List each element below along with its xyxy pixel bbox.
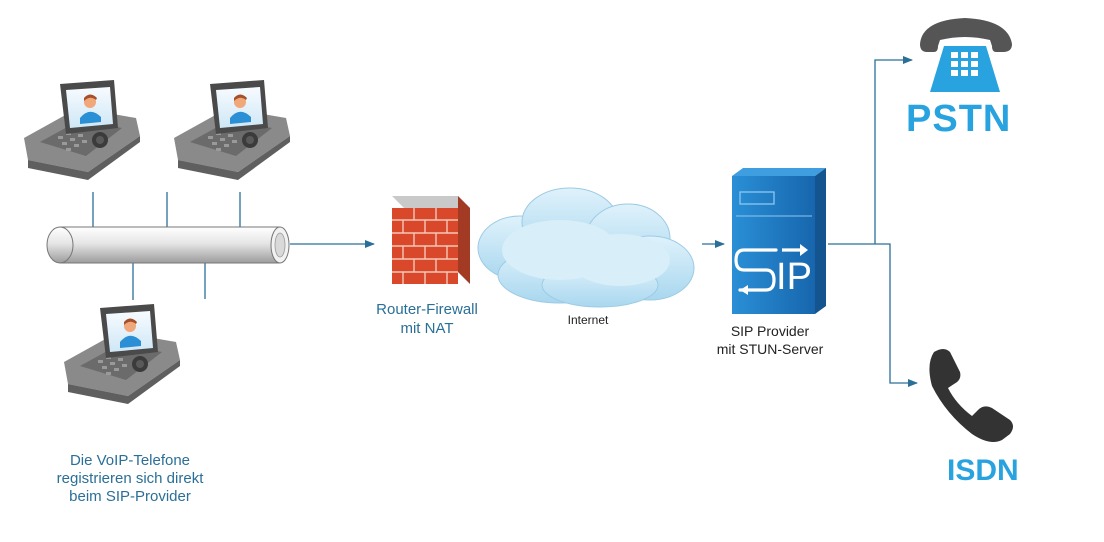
server-logo-text: IP	[776, 256, 812, 298]
voip-note-line3: beim SIP-Provider	[69, 488, 191, 505]
isdn-label: ISDN	[947, 454, 1019, 487]
firewall-icon	[392, 196, 470, 284]
sip-provider-label: SIP Provider mit STUN-Server	[700, 322, 840, 358]
video-phone-icon	[174, 80, 290, 180]
router-label-line1: Router-Firewall	[376, 301, 478, 318]
desk-phone-icon	[920, 18, 1012, 92]
sip-label-line2: mit STUN-Server	[716, 341, 824, 357]
cloud-highlight	[502, 220, 670, 286]
video-phone-icon	[64, 304, 180, 404]
connection-lines	[92, 56, 918, 387]
voip-note-line2: registrieren sich direkt	[56, 470, 204, 487]
server-icon	[732, 168, 826, 314]
sip-label-line1: SIP Provider	[730, 323, 810, 339]
video-phone-icon	[24, 80, 140, 180]
pstn-label: PSTN	[906, 98, 1012, 140]
network-bus	[46, 226, 290, 264]
voip-note-line1: Die VoIP-Telefone	[69, 452, 191, 469]
voip-note: Die VoIP-Telefone registrieren sich dire…	[20, 452, 240, 506]
internet-label: Internet	[567, 313, 609, 327]
handset-icon	[929, 349, 1013, 442]
router-firewall-label: Router-Firewall mit NAT	[352, 300, 502, 338]
router-label-line2: mit NAT	[400, 320, 454, 337]
